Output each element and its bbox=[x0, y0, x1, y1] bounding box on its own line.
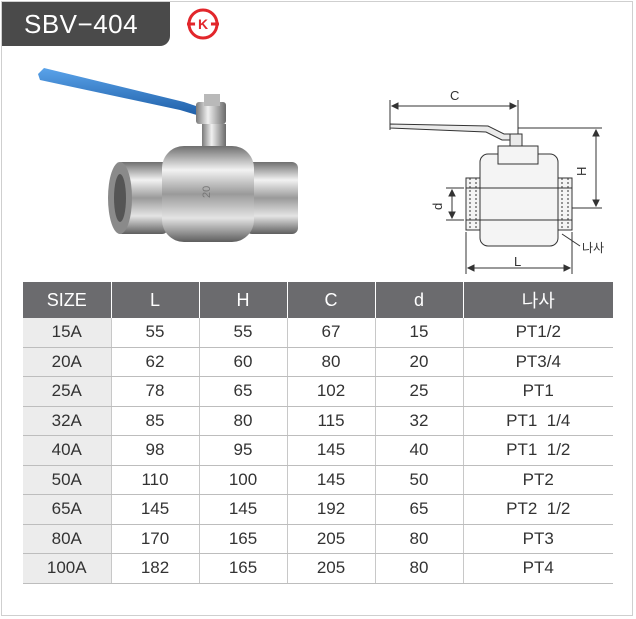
cell-thread: PT1 1/2 bbox=[463, 435, 613, 466]
model-title: SBV−404 bbox=[2, 2, 170, 46]
dim-label-l: L bbox=[514, 254, 521, 269]
logo-letter: K bbox=[198, 16, 208, 32]
cell-h: 145 bbox=[199, 494, 288, 525]
cell-thread: PT1 1/4 bbox=[463, 406, 613, 436]
cell-d: 15 bbox=[375, 318, 464, 348]
cell-d: 20 bbox=[375, 347, 464, 377]
col-header-d: d bbox=[375, 282, 464, 318]
cell-c: 67 bbox=[287, 318, 376, 348]
cell-c: 145 bbox=[287, 465, 376, 495]
cell-l: 85 bbox=[111, 406, 200, 436]
dim-label-h: H bbox=[574, 167, 589, 176]
cell-size: 50A bbox=[23, 465, 112, 495]
cell-size: 25A bbox=[23, 376, 112, 407]
cell-d: 80 bbox=[375, 524, 464, 554]
dim-label-c: C bbox=[450, 88, 459, 103]
ball-valve-photo: 20 bbox=[38, 68, 298, 242]
cell-thread: PT2 1/2 bbox=[463, 494, 613, 525]
cell-l: 62 bbox=[111, 347, 200, 377]
dim-label-d: d bbox=[430, 203, 445, 210]
cell-c: 145 bbox=[287, 435, 376, 466]
cell-c: 192 bbox=[287, 494, 376, 525]
cell-h: 55 bbox=[199, 318, 288, 348]
cell-thread: PT4 bbox=[463, 553, 613, 584]
cell-thread: PT2 bbox=[463, 465, 613, 495]
cell-thread: PT1 bbox=[463, 376, 613, 407]
cell-h: 165 bbox=[199, 553, 288, 584]
cell-l: 78 bbox=[111, 376, 200, 407]
cell-h: 65 bbox=[199, 376, 288, 407]
cell-l: 98 bbox=[111, 435, 200, 466]
dimension-drawing: C H d 나사 L bbox=[389, 88, 604, 274]
cell-size: 20A bbox=[23, 347, 112, 377]
cell-size: 40A bbox=[23, 435, 112, 466]
cell-d: 80 bbox=[375, 553, 464, 584]
brand-logo: K bbox=[187, 8, 219, 40]
cell-d: 32 bbox=[375, 406, 464, 436]
cell-size: 80A bbox=[23, 524, 112, 554]
cell-d: 50 bbox=[375, 465, 464, 495]
cell-size: 32A bbox=[23, 406, 112, 436]
cell-l: 182 bbox=[111, 553, 200, 584]
cell-h: 95 bbox=[199, 435, 288, 466]
cell-c: 102 bbox=[287, 376, 376, 407]
col-header-size: SIZE bbox=[23, 282, 112, 318]
cell-h: 165 bbox=[199, 524, 288, 554]
table-header-row: SIZE L H C d 나사 bbox=[23, 282, 613, 318]
cell-h: 80 bbox=[199, 406, 288, 436]
cell-thread: PT1/2 bbox=[463, 318, 613, 348]
cell-h: 60 bbox=[199, 347, 288, 377]
cell-thread: PT3 bbox=[463, 524, 613, 554]
col-header-c: C bbox=[287, 282, 376, 318]
col-header-l: L bbox=[111, 282, 200, 318]
cell-l: 145 bbox=[111, 494, 200, 525]
cell-l: 170 bbox=[111, 524, 200, 554]
cell-c: 205 bbox=[287, 553, 376, 584]
cell-c: 205 bbox=[287, 524, 376, 554]
cell-d: 65 bbox=[375, 494, 464, 525]
col-header-h: H bbox=[199, 282, 288, 318]
cell-l: 110 bbox=[111, 465, 200, 495]
cell-c: 115 bbox=[287, 406, 376, 436]
cell-size: 15A bbox=[23, 318, 112, 348]
cell-size: 65A bbox=[23, 494, 112, 525]
cell-d: 25 bbox=[375, 376, 464, 407]
svg-text:20: 20 bbox=[201, 186, 213, 198]
cell-d: 40 bbox=[375, 435, 464, 466]
cell-size: 100A bbox=[23, 553, 112, 584]
col-header-thread: 나사 bbox=[463, 282, 613, 318]
dim-label-thread: 나사 bbox=[582, 241, 604, 255]
cell-thread: PT3/4 bbox=[463, 347, 613, 377]
cell-h: 100 bbox=[199, 465, 288, 495]
cell-c: 80 bbox=[287, 347, 376, 377]
cell-l: 55 bbox=[111, 318, 200, 348]
